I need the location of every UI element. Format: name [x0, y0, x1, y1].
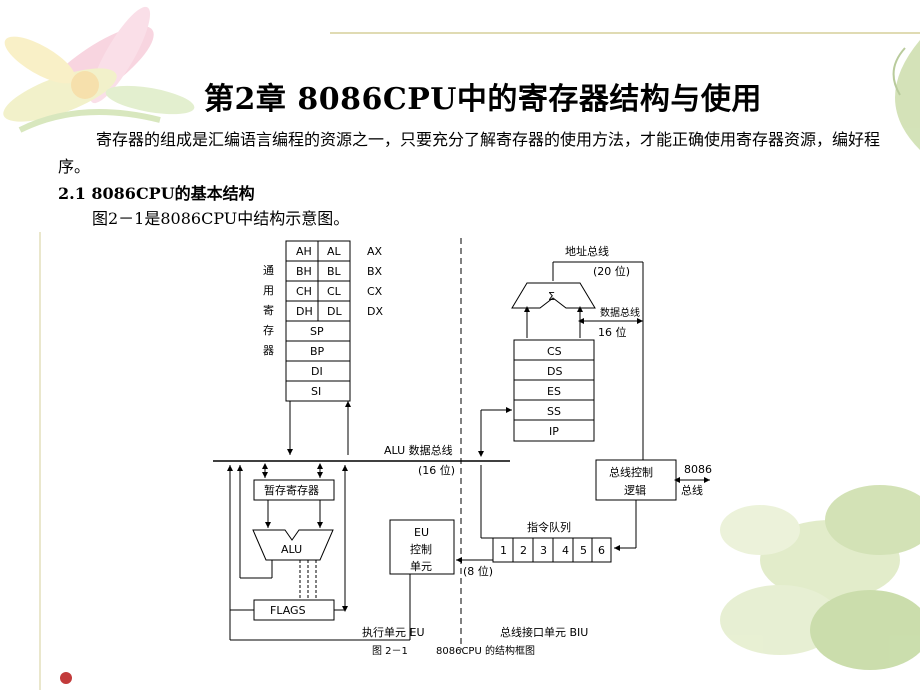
bullet-dot: [60, 672, 72, 684]
temp-register-arrows: [262, 463, 323, 528]
address-bus: 地址总线 (20 位): [552, 244, 644, 460]
reg-bl: BL: [327, 265, 342, 278]
reg-ip: IP: [549, 425, 559, 438]
flags-label: FLAGS: [270, 604, 306, 617]
adder-arrows: [524, 306, 583, 338]
general-register-file: [285, 240, 351, 402]
queue-slot: 3: [540, 544, 547, 557]
gp-label-char: 通: [263, 264, 274, 277]
data-bus: 数据总线 16 位: [578, 306, 643, 339]
temp-register: 暂存寄存器: [253, 479, 335, 501]
segment-register-file: [513, 339, 595, 442]
reg-ss: SS: [547, 405, 561, 418]
reg-bx: BX: [367, 265, 383, 278]
reg-sp: SP: [310, 325, 324, 338]
reg-bp: BP: [310, 345, 325, 358]
reg-dx: DX: [367, 305, 383, 318]
reg-cs: CS: [547, 345, 562, 358]
eu-control-unit: EU 控制 单元: [389, 519, 455, 575]
page-title: 第2章 8086CPU中的寄存器结构与使用: [204, 82, 762, 117]
gp-register-label: 通 用 寄 存 器: [263, 264, 274, 357]
instruction-queue: 指令队列 1 2 3 4 5 6: [492, 520, 612, 563]
alu-unit: ALU: [252, 529, 334, 561]
queue-slot: 2: [520, 544, 527, 557]
reg-ds: DS: [547, 365, 562, 378]
reg-dl: DL: [327, 305, 342, 318]
data-bus-width: 16 位: [598, 325, 627, 339]
biu-label: 总线接口单元 BIU: [500, 625, 588, 639]
alu-bus-label: ALU 数据总线: [384, 443, 453, 457]
register-pairs: AH AL AX BH BL BX CH CL CX DH DL DX SP B…: [296, 245, 383, 398]
flags-links: [227, 465, 411, 641]
adder-symbol: Σ: [548, 290, 555, 303]
queue-slot: 4: [562, 544, 569, 557]
eu-control-line: 控制: [410, 542, 432, 556]
alu-flag-links: [237, 465, 317, 598]
reg-cx: CX: [367, 285, 383, 298]
gp-label-char: 用: [263, 284, 274, 297]
eu-control-line: 单元: [410, 560, 432, 573]
segment-bus-link: [478, 407, 512, 539]
queue-slot: 5: [580, 544, 587, 557]
figure-caption-number: 图 2－1: [372, 645, 408, 657]
intro-paragraph: 寄存器的组成是汇编语言编程的资源之一，只要充分了解寄存器的使用方法，才能正确使用…: [58, 130, 881, 176]
reg-cl: CL: [327, 285, 342, 298]
gp-label-char: 寄: [263, 303, 274, 317]
segment-register-labels: CS DS ES SS IP: [547, 345, 562, 438]
eu-control-line: EU: [414, 526, 429, 539]
temp-register-label: 暂存寄存器: [264, 483, 319, 497]
alu-label: ALU: [281, 543, 302, 556]
section-heading: 2.1 8086CPU的基本结构: [58, 184, 255, 203]
gp-label-char: 存: [263, 323, 274, 337]
reg-ch: CH: [296, 285, 312, 298]
ext-bus-line: 8086: [684, 463, 712, 476]
leaf-decoration: [720, 40, 920, 670]
address-bus-label: 地址总线: [565, 244, 609, 258]
address-adder: Σ: [511, 282, 596, 309]
reg-dh: DH: [296, 305, 313, 318]
reg-si: SI: [311, 385, 321, 398]
figure-caption-text: 8086CPU 的结构框图: [436, 644, 535, 657]
external-bus: 8086 总线: [674, 463, 712, 497]
queue-slot: 1: [500, 544, 507, 557]
reg-bh: BH: [296, 265, 312, 278]
address-bus-width: (20 位): [593, 264, 630, 278]
reg-al: AL: [327, 245, 342, 258]
queue-to-eu: (8 位): [456, 557, 493, 578]
flags-register: FLAGS: [253, 599, 335, 621]
bus-control-line: 总线控制: [609, 465, 653, 479]
reg-es: ES: [547, 385, 561, 398]
bus-control-logic: 总线控制 逻辑: [595, 459, 677, 501]
eu-label: 执行单元 EU: [362, 625, 425, 639]
queue-label: 指令队列: [527, 520, 571, 534]
queue-slot: 6: [598, 544, 605, 557]
bus-control-line: 逻辑: [624, 483, 646, 497]
flower-decoration: [3, 6, 195, 133]
figure-intro: 图2－1是8086CPU中结构示意图。: [92, 209, 350, 228]
queue-width: (8 位): [463, 564, 493, 578]
reg-di: DI: [311, 365, 323, 378]
reg-ax: AX: [367, 245, 383, 258]
reg-ah: AH: [296, 245, 312, 258]
data-bus-label: 数据总线: [600, 306, 640, 319]
alu-data-bus: ALU 数据总线 (16 位): [213, 443, 510, 477]
alu-bus-width: (16 位): [418, 463, 455, 477]
ext-bus-line: 总线: [681, 483, 703, 497]
regfile-bus-arrows: [287, 401, 351, 455]
gp-label-char: 器: [263, 344, 274, 357]
